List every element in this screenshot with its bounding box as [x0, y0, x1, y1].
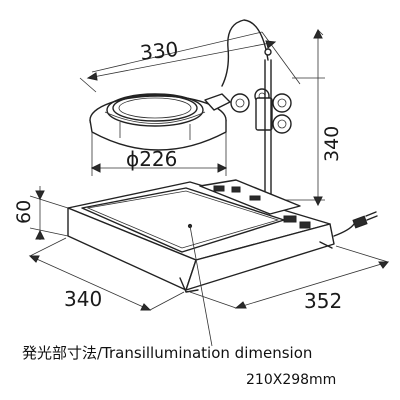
dimension-330-line: [79, 31, 301, 93]
lamp-ring-skirt: [89, 119, 227, 151]
knob-left: [230, 93, 250, 113]
base-side-face: [185, 223, 335, 291]
lens-rim: [106, 93, 204, 127]
label-330: 330: [139, 37, 179, 65]
adjustment-knobs: [230, 88, 292, 134]
dimension-340-height: [285, 28, 325, 207]
label-340-width: 340: [64, 287, 102, 311]
dimension-340-width: [28, 237, 185, 311]
power-plug: [333, 211, 378, 237]
caption-line-1: 発光部寸法/Transillumination dimension: [22, 344, 312, 362]
power-cable-top: [221, 19, 272, 87]
dimension-226-line: [90, 132, 228, 176]
caption-line-2: 210X298mm: [246, 372, 336, 388]
dimension-352-depth: [189, 245, 390, 309]
lens-inner: [112, 94, 198, 122]
lamp-pole: [264, 59, 272, 197]
panel-leader-line: [189, 225, 213, 347]
lamp-base: [67, 179, 335, 293]
knob-right: [272, 93, 292, 113]
lamp-head: [89, 93, 231, 151]
knob-lower: [272, 114, 292, 134]
label-340-height: 340: [321, 126, 343, 162]
label-60: 60: [13, 200, 35, 224]
dimension-60-height: [29, 186, 69, 240]
label-phi226: ϕ226: [126, 147, 177, 171]
label-352: 352: [304, 289, 342, 313]
